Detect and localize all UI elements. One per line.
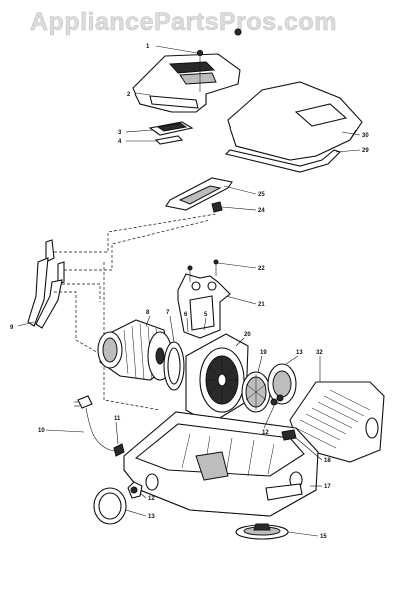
motor-seal-ring	[163, 341, 185, 391]
handle	[165, 177, 233, 211]
callout-label: 4	[118, 139, 122, 145]
callout-label: 25	[258, 192, 265, 198]
callout-label: 30	[362, 133, 369, 139]
callout-label: 18	[324, 458, 331, 464]
callout-label: 1	[146, 44, 150, 50]
callout-label: 10	[38, 428, 45, 434]
exhaust-filter-disc	[267, 363, 297, 405]
callout-label: 5	[204, 312, 208, 318]
wheel-right	[270, 398, 278, 406]
callout-label: 3	[118, 130, 122, 136]
wiring-harness	[54, 213, 217, 411]
latch	[211, 201, 223, 213]
callout-label: 7	[166, 310, 170, 316]
swivel-caster	[235, 523, 289, 540]
leader-lines	[17, 45, 361, 537]
screw	[196, 49, 204, 92]
callout-label: 8	[146, 310, 150, 316]
callout-label: 32	[316, 350, 323, 356]
callout-label: 19	[260, 350, 267, 356]
hub-cap	[93, 487, 127, 525]
fan-impeller	[241, 371, 271, 413]
watermark-text: AppliancePartsPros.com	[30, 8, 337, 36]
screw-head-icon	[234, 28, 242, 36]
callout-label: 13	[296, 350, 303, 356]
fan-housing	[185, 333, 249, 425]
bag-holder	[281, 429, 297, 441]
mount-screws	[187, 259, 219, 282]
callout-label: 2	[127, 92, 131, 98]
hose-wand	[27, 239, 65, 329]
callout-numbers: 1 2 3 4 30 29 25 24 9 22 21 8 7 6 5 20 1…	[10, 44, 369, 540]
callout-label: 12	[148, 496, 155, 502]
callout-label: 24	[258, 208, 265, 214]
callout-label: 17	[324, 484, 331, 490]
callout-label: 15	[320, 534, 327, 540]
cord-clip	[113, 443, 125, 457]
bag-compartment-cover	[227, 81, 363, 161]
callout-label: 13	[148, 514, 155, 520]
callout-label: 22	[258, 266, 265, 272]
callout-label: 29	[362, 148, 369, 154]
callout-label: 12	[262, 430, 269, 436]
power-cord	[74, 395, 121, 453]
callout-label: 6	[184, 312, 188, 318]
base-housing	[123, 411, 319, 517]
top-cover	[132, 53, 241, 113]
motor-mount-bracket	[177, 273, 231, 339]
motor-assembly	[97, 319, 173, 381]
wheel-left	[127, 481, 143, 499]
callout-label: 9	[10, 325, 14, 331]
cover-gasket	[224, 149, 342, 173]
callout-label: 20	[244, 332, 251, 338]
filter-holder	[148, 121, 194, 145]
callout-label: 11	[114, 416, 121, 422]
callout-label: 21	[258, 302, 265, 308]
